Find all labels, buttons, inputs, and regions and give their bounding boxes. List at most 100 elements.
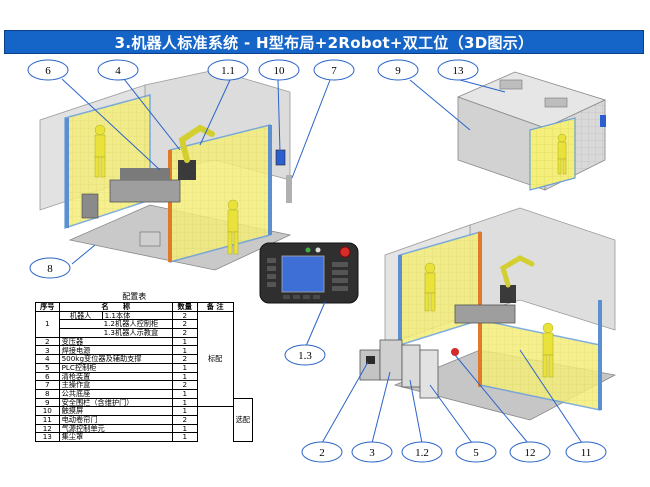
note-optional: 选配 bbox=[232, 397, 254, 443]
callout-13: 13 bbox=[437, 59, 479, 81]
dust-hood-2 bbox=[544, 97, 568, 108]
row-9-no: 9 bbox=[35, 397, 60, 408]
robot-row-3-name: 1.3机器人示教盒 bbox=[58, 328, 173, 338]
plc-screen bbox=[366, 356, 375, 364]
top-right-cell bbox=[456, 71, 607, 191]
callout-11-label: 11 bbox=[581, 447, 592, 459]
left-positioner bbox=[109, 179, 181, 203]
callout-10: 10 bbox=[258, 59, 300, 81]
header-no: 序号 bbox=[35, 302, 60, 312]
page-title: 3.机器人标准系统 - H型布局+2Robot+双工位（3D图示） bbox=[114, 34, 534, 52]
config-table-wrap: 配置表 序号 名 称 数量 备 注 1 机器人 1.1本体 2 标配 1.2机器… bbox=[35, 292, 254, 462]
note-standard: 标配 bbox=[196, 310, 234, 408]
callout-6-label: 6 bbox=[45, 65, 51, 77]
robot-controller-cabinet bbox=[401, 344, 421, 388]
row-12-no: 12 bbox=[35, 423, 60, 434]
config-table: 配置表 序号 名 称 数量 备 注 1 机器人 1.1本体 2 标配 1.2机器… bbox=[35, 292, 254, 443]
row-1-no: 1 bbox=[35, 310, 60, 338]
row-1-1-name: 机器人 1.1本体 bbox=[58, 310, 173, 321]
row-8-name: 公共底座 bbox=[58, 388, 173, 399]
row-8-no: 8 bbox=[35, 388, 60, 399]
pendant-left-keys bbox=[267, 258, 276, 287]
br-post-3 bbox=[598, 300, 602, 410]
callout-2-label: 2 bbox=[319, 447, 325, 459]
left-post-3 bbox=[168, 150, 172, 262]
row-6-name: 清枪装置 bbox=[58, 371, 173, 382]
row-10-name: 触摸屏 bbox=[58, 406, 173, 416]
left-cell bbox=[39, 69, 292, 271]
pendant-button-green bbox=[305, 247, 311, 253]
teach-pendant bbox=[259, 242, 359, 304]
row-2-no: 2 bbox=[35, 336, 60, 347]
row-13-name: 集尘罩 bbox=[58, 432, 173, 442]
row-12-qty: 1 bbox=[171, 423, 198, 434]
row-3-name: 焊接电源 bbox=[58, 345, 173, 356]
row-12-name: 气源控制单元 bbox=[58, 423, 173, 434]
row-4-no: 4 bbox=[35, 354, 60, 364]
callout-5: 5 bbox=[455, 441, 497, 463]
pendant-bottom-keys bbox=[283, 295, 320, 299]
left-worker-1 bbox=[94, 124, 106, 178]
callout-4: 4 bbox=[97, 59, 139, 81]
row-9-qty: 1 bbox=[171, 397, 198, 408]
title-bar: 3.机器人标准系统 - H型布局+2Robot+双工位（3D图示） bbox=[4, 30, 644, 54]
robot-row-2-name: 1.2机器人控制柜 bbox=[58, 319, 173, 330]
left-gun-cleaner bbox=[81, 193, 99, 219]
callout-3-label: 3 bbox=[369, 447, 375, 459]
row-10-qty: 1 bbox=[171, 406, 198, 416]
pendant-screen bbox=[281, 255, 325, 293]
transformer-cabinet bbox=[359, 349, 381, 381]
callout-1-2-label: 1.2 bbox=[415, 447, 429, 459]
br-robot-base bbox=[500, 285, 516, 303]
row-5-no: 5 bbox=[35, 362, 60, 373]
left-pedestal bbox=[286, 175, 292, 203]
callout-7: 7 bbox=[313, 59, 355, 81]
row-13-qty: 1 bbox=[171, 432, 198, 442]
callout-6: 6 bbox=[27, 59, 69, 81]
row-10-no: 10 bbox=[35, 406, 60, 416]
br-worker-1 bbox=[424, 262, 436, 312]
robot-group-label: 机器人 bbox=[60, 312, 103, 319]
dust-hood-1 bbox=[499, 79, 523, 90]
row-6-no: 6 bbox=[35, 371, 60, 382]
callout-8-label: 8 bbox=[47, 263, 53, 275]
row-6-qty: 1 bbox=[171, 371, 198, 382]
row-9-name: 安全围栏（含维护门） bbox=[58, 397, 173, 408]
row-11-no: 11 bbox=[35, 414, 60, 425]
left-post-2 bbox=[268, 125, 272, 235]
callout-1-3-label: 1.3 bbox=[298, 350, 312, 362]
callout-7-label: 7 bbox=[331, 65, 337, 77]
row-4-name: 500kg变位器及辅助支撑 bbox=[58, 354, 173, 364]
row-7-name: 主操作盒 bbox=[58, 380, 173, 390]
callout-13-label: 13 bbox=[453, 65, 465, 77]
left-operator-box bbox=[139, 231, 161, 247]
callout-5-label: 5 bbox=[473, 447, 479, 459]
callout-3: 3 bbox=[351, 441, 393, 463]
callout-1-2: 1.2 bbox=[401, 441, 443, 463]
row-5-name: PLC控制柜 bbox=[58, 362, 173, 373]
header-name: 名 称 bbox=[58, 302, 173, 312]
top-right-worker bbox=[557, 133, 567, 175]
left-yellow-curtain-1 bbox=[64, 94, 151, 230]
robot-row-2-qty: 2 bbox=[171, 319, 198, 330]
row-11-name: 电动卷帘门 bbox=[58, 414, 173, 425]
callout-leaders bbox=[61, 78, 583, 444]
enclosure-yellow-opening bbox=[529, 117, 576, 191]
br-robot-arm bbox=[500, 255, 535, 288]
left-post-1 bbox=[65, 118, 69, 228]
callout-9: 9 bbox=[377, 59, 419, 81]
left-worker-2 bbox=[227, 199, 239, 255]
callout-2: 2 bbox=[301, 441, 343, 463]
air-unit bbox=[451, 348, 459, 356]
header-note: 备 注 bbox=[196, 302, 234, 312]
row-2-name: 变压器 bbox=[58, 336, 173, 347]
left-robot-base bbox=[178, 160, 196, 180]
br-post-1 bbox=[398, 255, 402, 347]
callout-1-1: 1.1 bbox=[207, 59, 249, 81]
pendant-button-white bbox=[315, 247, 321, 253]
br-worker-2 bbox=[542, 322, 554, 378]
enclosure-touchscreen bbox=[600, 115, 606, 127]
row-7-qty: 2 bbox=[171, 380, 198, 390]
callout-12: 12 bbox=[509, 441, 551, 463]
row-7-no: 7 bbox=[35, 380, 60, 390]
